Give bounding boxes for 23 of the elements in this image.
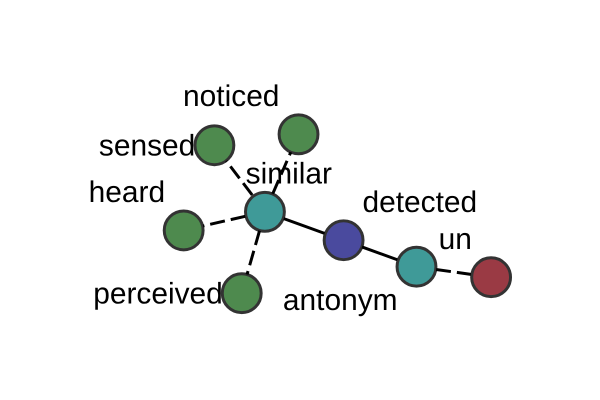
node-circle [278,112,320,155]
connector [283,216,326,234]
node-label: antonym [282,284,398,317]
node-circle [220,272,263,314]
connector [436,267,472,276]
node-circle [470,256,512,298]
node-circle [244,190,286,232]
node-label: detected [362,185,478,218]
connector [361,245,398,261]
connector [202,214,246,227]
node-label: noticed [183,79,280,112]
node-label: un [438,222,472,256]
node-circle [193,124,236,166]
node-label: heard [88,175,166,208]
node-circle [322,218,365,261]
connector [225,160,254,196]
connector [271,151,292,194]
node-circle [396,245,438,288]
node-label: sensed [98,129,196,162]
connector [246,230,261,274]
node-circle [162,208,205,251]
node-label: similar [246,156,332,190]
node-label: perceived [93,277,223,310]
